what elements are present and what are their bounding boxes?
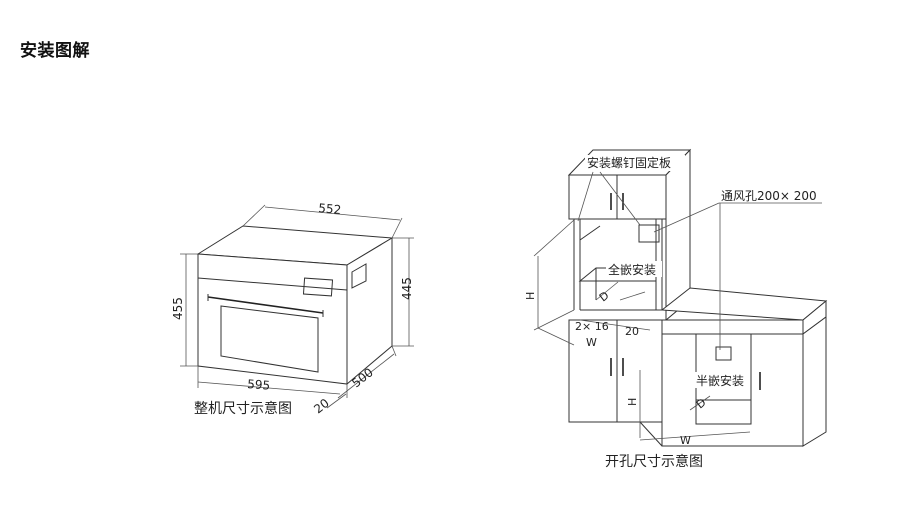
oven-drawing: 552 455 445 595 500 20 整机尺寸示意图 (171, 201, 414, 417)
base-cabinet-side (802, 316, 827, 447)
counter-top (660, 287, 828, 321)
label-half-embed: 半嵌安装 (696, 373, 744, 388)
label-bracket: 安装螺钉固定板 (587, 155, 671, 170)
dim-w-lower: W (680, 434, 691, 447)
cutout-caption: 开孔尺寸示意图 (605, 453, 703, 470)
counter-front-edge (661, 319, 804, 335)
label-full-embed: 全嵌安装 (608, 262, 656, 277)
oven-display (302, 277, 334, 297)
tall-cabinet-lower-doors (568, 319, 663, 423)
dim-gap-2x16: 2× 16 (575, 320, 609, 333)
dim-front-width: 595 (247, 377, 271, 393)
dim-height: 455 (171, 297, 185, 320)
dim-d-upper: D (597, 289, 612, 304)
dim-w-upper: W (586, 336, 597, 349)
door-handle (207, 296, 324, 314)
oven-caption: 整机尺寸示意图 (194, 400, 292, 417)
dim-h-lower: H (626, 398, 639, 406)
dim-h-upper: H (524, 292, 537, 300)
dim-top-width: 552 (318, 201, 342, 217)
dim-side-height: 445 (400, 277, 414, 300)
label-vent: 通风孔200× 200 (721, 189, 817, 203)
page-title: 安装图解 (20, 41, 90, 61)
dim-gap-20: 20 (625, 325, 639, 338)
oven-window (220, 305, 319, 373)
vent-square-lower (715, 346, 732, 361)
oven-side-bracket (351, 263, 367, 289)
vent-square-upper (638, 224, 660, 243)
base-cabinet-front (661, 333, 804, 447)
cabinet-drawing: H W 2× 16 20 D H D W 安装螺钉固定板 通风孔200× 200… (524, 148, 828, 470)
dim-offset: 20 (311, 396, 332, 416)
